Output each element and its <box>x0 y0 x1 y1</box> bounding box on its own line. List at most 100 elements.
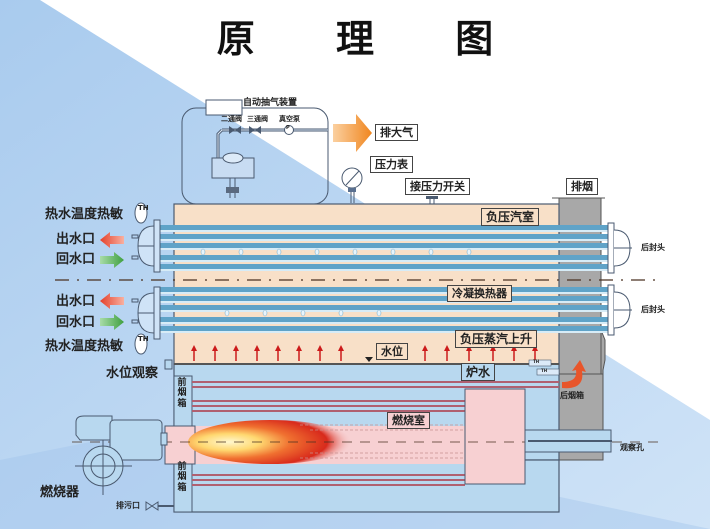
condensate-drop-icon <box>376 309 382 317</box>
pressure-switch-connector <box>426 196 438 204</box>
flue-tube <box>192 484 465 486</box>
front-smoke-box-bottom-label: 前烟箱 <box>177 462 187 493</box>
flue-tube <box>192 386 559 388</box>
return-label-2: 回水口 <box>56 315 96 330</box>
auto-exhaust-label: 自动抽气装置 <box>243 98 298 108</box>
vacuum-pump-label: 真空泵 <box>279 115 300 123</box>
condenser-tube-bundle-upper <box>160 225 608 271</box>
condensate-drop-icon <box>224 309 230 317</box>
drain-label: 排污口 <box>116 501 140 510</box>
water-level-marker-icon <box>365 357 373 362</box>
condenser-tube <box>160 264 608 269</box>
exhaust-arrow-icon <box>333 114 372 152</box>
condenser-tube <box>160 243 608 248</box>
flue-tube <box>192 400 465 402</box>
steam-arrow-head-icon <box>317 345 323 351</box>
flue-tube <box>192 479 465 481</box>
condenser-tube <box>160 326 608 331</box>
rear-head-label-2: 后封头 <box>641 305 665 314</box>
rear-head-upper <box>607 222 632 274</box>
steam-arrow-head-icon <box>466 345 472 351</box>
rear-head-label-1: 后封头 <box>641 243 665 252</box>
condenser-tube <box>160 296 608 301</box>
steam-arrow-head-icon <box>422 345 428 351</box>
condenser-tube-highlight <box>160 239 608 241</box>
condensate-drop-icon <box>262 309 268 317</box>
flue-tube <box>192 474 465 476</box>
steam-arrow-head-icon <box>254 345 260 351</box>
condensate-drop-icon <box>428 248 434 256</box>
rear-smoke-arrow-icon <box>562 360 586 389</box>
steam-arrow-head-icon <box>511 345 517 351</box>
two-way-valve-label: 二通阀 <box>221 115 242 123</box>
exhaust-to-air-label: 排大气 <box>375 124 418 141</box>
flue-tubes <box>192 381 559 486</box>
condenser-tube-highlight <box>160 230 608 232</box>
condenser-tube <box>160 225 608 230</box>
outlet-arrow-icon-2 <box>100 293 124 309</box>
drain-valve-icon <box>145 501 174 511</box>
three-way-valve-label: 三通阀 <box>247 115 268 123</box>
condenser-tube <box>160 305 608 310</box>
th-symbol-top: TH <box>138 204 149 212</box>
temp-sensor-icon-bottom <box>134 333 148 355</box>
temp-sensor-label-bottom: 热水温度热敏 <box>45 339 124 354</box>
condenser-tube-highlight <box>160 331 608 333</box>
outlet-label-2: 出水口 <box>56 294 96 309</box>
pressure-gauge-label: 压力表 <box>370 156 413 173</box>
outlet-label-1: 出水口 <box>56 232 96 247</box>
steam-arrow-head-icon <box>338 345 344 351</box>
return-label-1: 回水口 <box>56 252 96 267</box>
pump-symbol: P <box>286 125 290 131</box>
condenser-tube-highlight <box>160 248 608 250</box>
front-smoke-box-top-label: 前烟箱 <box>177 378 187 409</box>
two-way-valve-icon <box>229 126 241 134</box>
condenser-tube-highlight <box>160 301 608 303</box>
th-symbol-bottom: TH <box>138 335 149 343</box>
condenser-tube <box>160 317 608 322</box>
auto-exhaust-device <box>181 99 329 205</box>
flue-tube <box>192 410 465 412</box>
chimney-label: 排烟 <box>566 178 598 195</box>
condenser-tube-highlight <box>160 322 608 324</box>
page-title: 原 理 图 <box>216 17 528 61</box>
condenser-tube <box>160 287 608 292</box>
observation-hole-label: 观察孔 <box>620 443 644 452</box>
condensate-drop-icon <box>338 309 344 317</box>
steam-arrow-head-icon <box>233 345 239 351</box>
condensate-drop-icon <box>352 248 358 256</box>
flue-gas-dashes <box>300 424 465 459</box>
rear-reversal-chamber <box>464 388 526 485</box>
return-arrow-icon-1 <box>100 252 124 268</box>
vacuum-pump-icon <box>284 125 294 135</box>
condensate-drop-icon <box>390 248 396 256</box>
flue-tube <box>192 381 559 383</box>
condensate-drop-icon <box>200 248 206 256</box>
th-sensor-box-top <box>528 359 552 367</box>
condenser-tube <box>160 255 608 260</box>
front-header-upper <box>131 219 161 273</box>
steam-arrow-head-icon <box>191 345 197 351</box>
rear-smoke-box-label: 后烟箱 <box>560 391 584 400</box>
burner-icon <box>75 415 168 495</box>
combustion-chamber-label: 燃烧室 <box>387 412 430 429</box>
water-level-label: 水位 <box>376 343 408 360</box>
burner-label: 燃烧器 <box>40 485 80 500</box>
condenser-tube-highlight <box>160 269 608 271</box>
steam-arrow-head-icon <box>490 345 496 351</box>
condenser-tube-bundle-lower <box>160 287 608 333</box>
vacuum-steam-chamber-label: 负压汽室 <box>481 208 540 226</box>
rear-head-lower <box>607 284 632 336</box>
steam-arrow-head-icon <box>212 345 218 351</box>
condenser-tube-highlight <box>160 260 608 262</box>
condensate-drop-icon <box>314 248 320 256</box>
flue-tube <box>192 405 465 407</box>
temp-sensor-icon-top <box>134 202 148 224</box>
steam-arrow-head-icon <box>275 345 281 351</box>
level-gauge-icon <box>164 359 173 370</box>
condensate-drop-icon <box>276 248 282 256</box>
th-label-bottom: TH <box>541 368 548 373</box>
condenser-tube-highlight <box>160 310 608 312</box>
steam-rising-label: 负压蒸汽上升 <box>455 330 538 348</box>
